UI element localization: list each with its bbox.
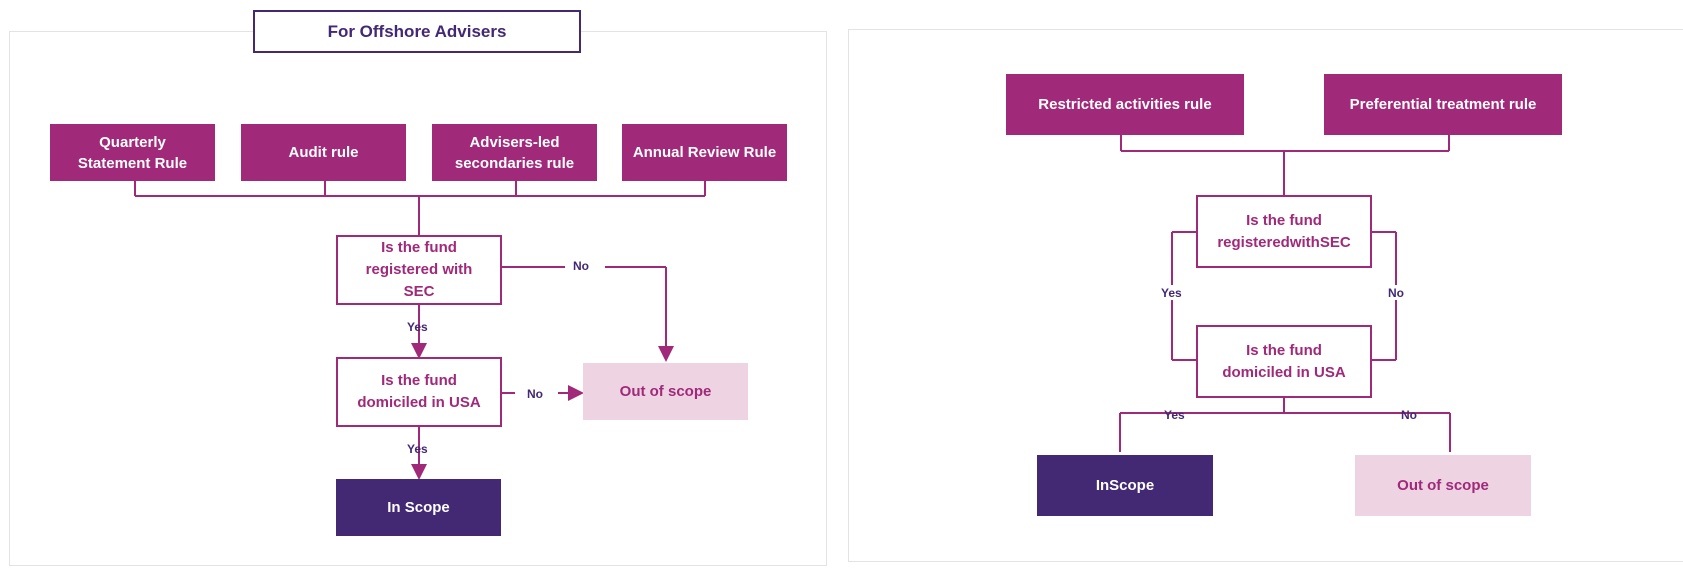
label-no: No: [527, 387, 543, 401]
question-domiciled-in-usa: Is the fund domiciled in USA: [336, 357, 502, 427]
label-no: No: [573, 259, 589, 273]
rule-box-advisers-led-secondaries: Advisers-led secondaries rule: [432, 124, 597, 181]
question-registered-with-sec: Is the fund registeredwithSEC: [1196, 195, 1372, 268]
label-yes: Yes: [1164, 408, 1185, 422]
out-of-scope-box: Out of scope: [1355, 455, 1531, 516]
label-yes: Yes: [407, 320, 428, 334]
rule-box-restricted-activities: Restricted activities rule: [1006, 74, 1244, 135]
question-domiciled-in-usa: Is the fund domiciled in USA: [1196, 325, 1372, 398]
rule-box-preferential-treatment: Preferential treatment rule: [1324, 74, 1562, 135]
diagram-title: For Offshore Advisers: [253, 10, 581, 53]
rule-box-quarterly-statement: Quarterly Statement Rule: [50, 124, 215, 181]
in-scope-box: In Scope: [336, 479, 501, 536]
rule-box-annual-review: Annual Review Rule: [622, 124, 787, 181]
label-no: No: [1388, 286, 1404, 300]
label-yes: Yes: [1161, 286, 1182, 300]
out-of-scope-box: Out of scope: [583, 363, 748, 420]
rule-box-audit: Audit rule: [241, 124, 406, 181]
question-registered-with-sec: Is the fund registered with SEC: [336, 235, 502, 305]
in-scope-box: InScope: [1037, 455, 1213, 516]
label-no: No: [1401, 408, 1417, 422]
label-yes: Yes: [407, 442, 428, 456]
